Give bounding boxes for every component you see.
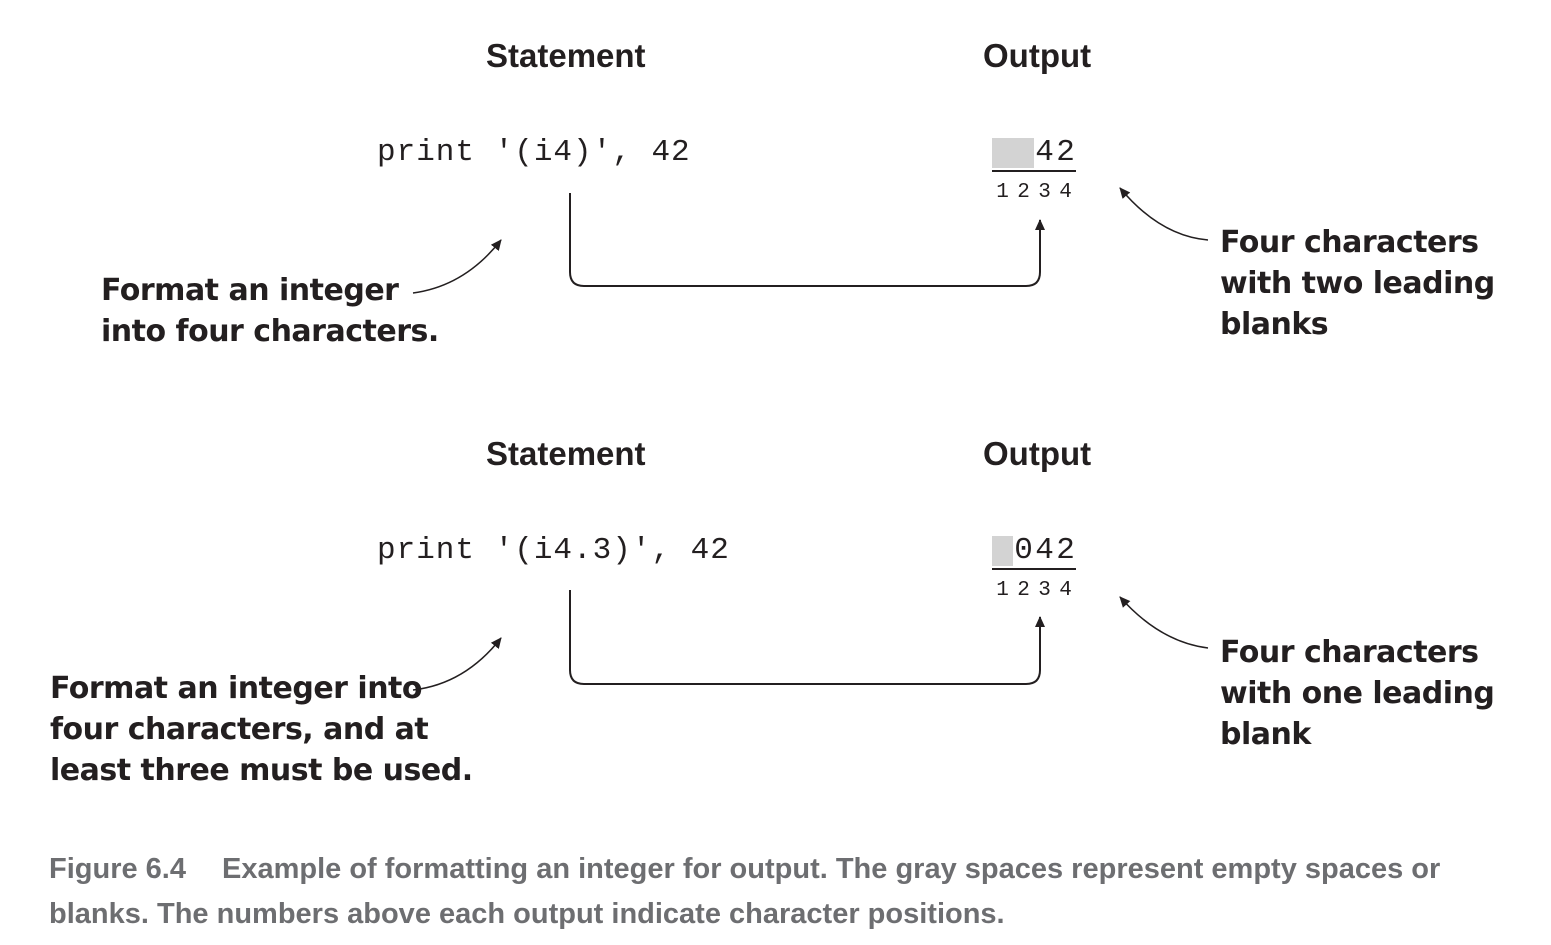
output-cell: [1013, 138, 1034, 168]
position-number: 3: [1038, 181, 1051, 204]
position-number: 4: [1059, 181, 1072, 204]
position-number: 4: [1059, 579, 1072, 602]
left-callout-2: Format an integer into four characters, …: [50, 668, 473, 791]
position-number: 2: [1017, 579, 1030, 602]
statement-to-output-arrow-2: [569, 590, 1045, 685]
statement-header-1: Statement: [486, 37, 646, 74]
callout-line: least three must be used.: [50, 753, 473, 788]
statement-header-2: Statement: [486, 435, 646, 472]
position-number: 1: [996, 181, 1009, 204]
callout-line: Format an integer into: [50, 671, 422, 706]
position-number: 1: [996, 579, 1009, 602]
callout-line: Format an integer: [101, 273, 399, 308]
statement-code-1: print '(i4)', 42: [377, 135, 691, 170]
output-display-2: 0 4 2 1 2 3 4: [992, 533, 1076, 602]
character-positions-2: 1 2 3 4: [992, 579, 1076, 602]
output-cell: 0: [1014, 533, 1033, 568]
output-cell: 2: [1056, 135, 1075, 170]
output-cells-1: 4 2: [992, 135, 1076, 172]
output-cell: 4: [1035, 533, 1054, 568]
output-header-2: Output: [983, 435, 1092, 472]
output-header-1: Output: [983, 37, 1092, 74]
callout-line: blanks: [1220, 307, 1329, 342]
callout-line: four characters, and at: [50, 712, 429, 747]
right-callout-1: Four characters with two leading blanks: [1220, 222, 1495, 345]
right-callout-pointer-1: [1119, 187, 1209, 241]
output-cells-2: 0 4 2: [992, 533, 1076, 570]
right-callout-2: Four characters with one leading blank: [1220, 632, 1495, 755]
callout-line: with two leading: [1220, 266, 1495, 301]
character-positions-1: 1 2 3 4: [992, 181, 1076, 204]
left-callout-pointer-1: [412, 239, 502, 294]
left-callout-1: Format an integer into four characters.: [101, 270, 439, 352]
right-callout-pointer-2: [1119, 596, 1209, 649]
output-cell: 4: [1035, 135, 1054, 170]
output-display-1: 4 2 1 2 3 4: [992, 135, 1076, 204]
statement-code-2: print '(i4.3)', 42: [377, 533, 730, 568]
callout-line: Four characters: [1220, 635, 1479, 670]
callout-line: into four characters.: [101, 314, 439, 349]
position-number: 2: [1017, 181, 1030, 204]
left-callout-pointer-2: [412, 637, 502, 691]
output-cell: [992, 138, 1013, 168]
position-number: 3: [1038, 579, 1051, 602]
callout-line: Four characters: [1220, 225, 1479, 260]
figure-label: Figure 6.4: [49, 853, 186, 885]
statement-to-output-arrow-1: [569, 193, 1045, 287]
callout-line: with one leading: [1220, 676, 1495, 711]
callout-line: blank: [1220, 717, 1311, 752]
caption-text: Example of formatting an integer for out…: [49, 853, 1441, 930]
output-cell: [992, 536, 1013, 566]
output-cell: 2: [1056, 533, 1075, 568]
